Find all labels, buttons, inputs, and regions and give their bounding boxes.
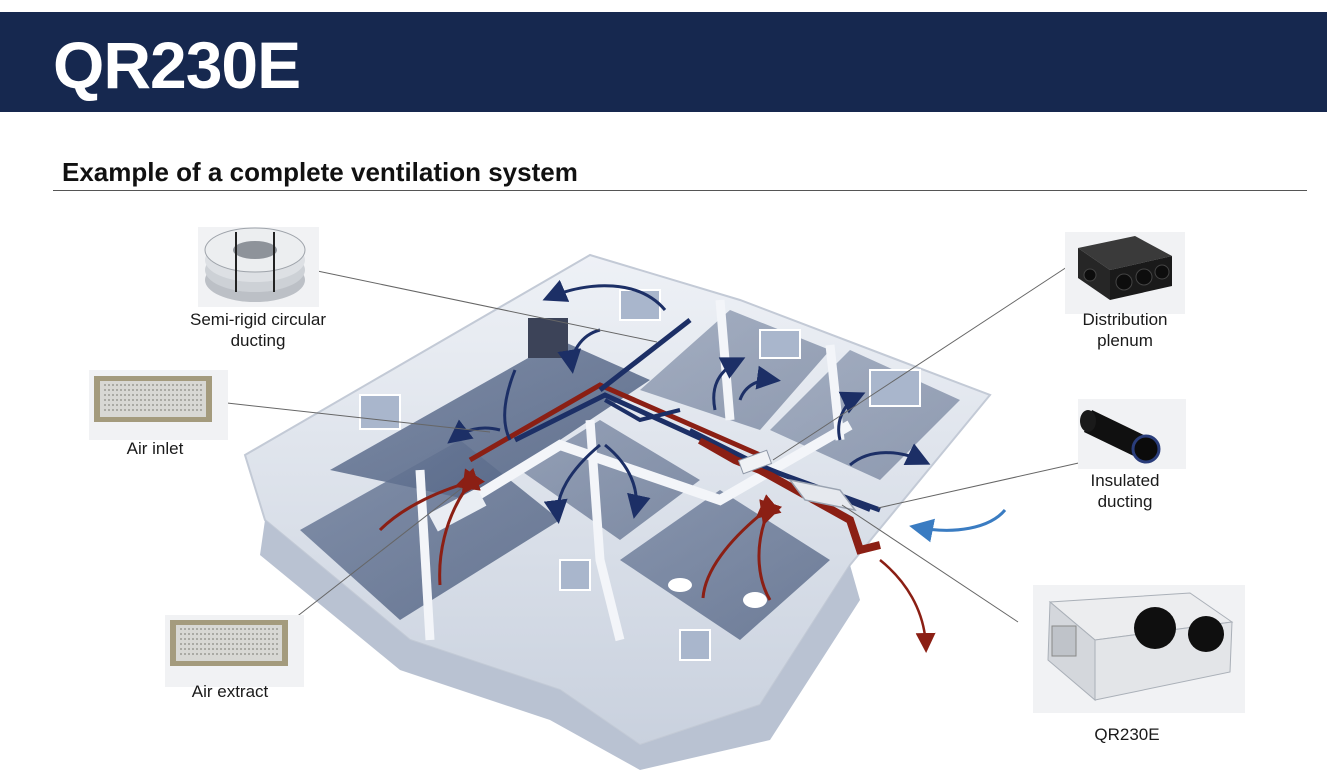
leader-lines <box>217 264 1084 623</box>
vent-grille-icon <box>165 615 304 687</box>
ventilation-unit-icon <box>1033 585 1245 713</box>
plenum-box-icon <box>1065 232 1185 314</box>
unit-in-house <box>788 478 857 512</box>
coiled-duct-icon <box>198 227 319 307</box>
ducting-label: Semi-rigid circular ducting <box>189 310 327 350</box>
air-extract-label: Air extract <box>191 682 269 701</box>
air-inlet-label: Air inlet <box>126 439 184 458</box>
insulated-ducting-label: Insulated ducting <box>1090 471 1160 511</box>
vent-grille-icon <box>89 370 228 440</box>
section-divider <box>53 190 1307 191</box>
plenum-label: Distribution plenum <box>1082 310 1168 350</box>
header-banner: QR230E <box>0 12 1327 112</box>
house-cutaway <box>243 253 992 770</box>
page-title: QR230E <box>53 28 301 102</box>
plenum-in-house <box>737 449 773 475</box>
insulated-duct-icon <box>1078 399 1186 469</box>
airflow-arrows <box>378 279 1007 653</box>
interior-walls <box>467 420 853 506</box>
floor-living <box>330 340 650 500</box>
house-base-shadow <box>260 520 860 770</box>
floor-bathroom <box>620 490 830 640</box>
duct-network <box>468 318 881 555</box>
unit-label: QR230E <box>1094 725 1160 744</box>
section-title: Example of a complete ventilation system <box>62 157 578 187</box>
